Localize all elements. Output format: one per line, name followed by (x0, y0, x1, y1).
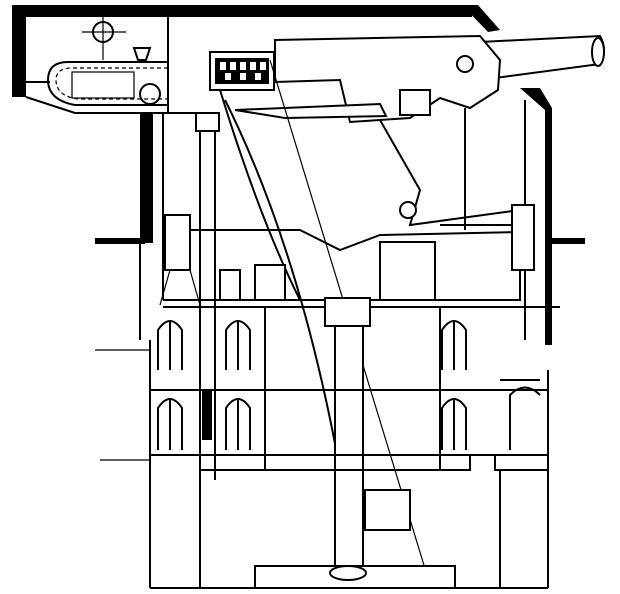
turret-roof-armor (12, 5, 500, 114)
breech-block-detail (215, 58, 269, 84)
central-pivot (254, 297, 456, 589)
lower-structure (95, 307, 549, 589)
left-wall (95, 113, 164, 340)
sight-assembly (46, 14, 168, 106)
arched-windows (157, 320, 541, 450)
working-chamber (159, 204, 560, 308)
gun-assembly (209, 34, 605, 124)
elevation-gear (379, 108, 521, 230)
